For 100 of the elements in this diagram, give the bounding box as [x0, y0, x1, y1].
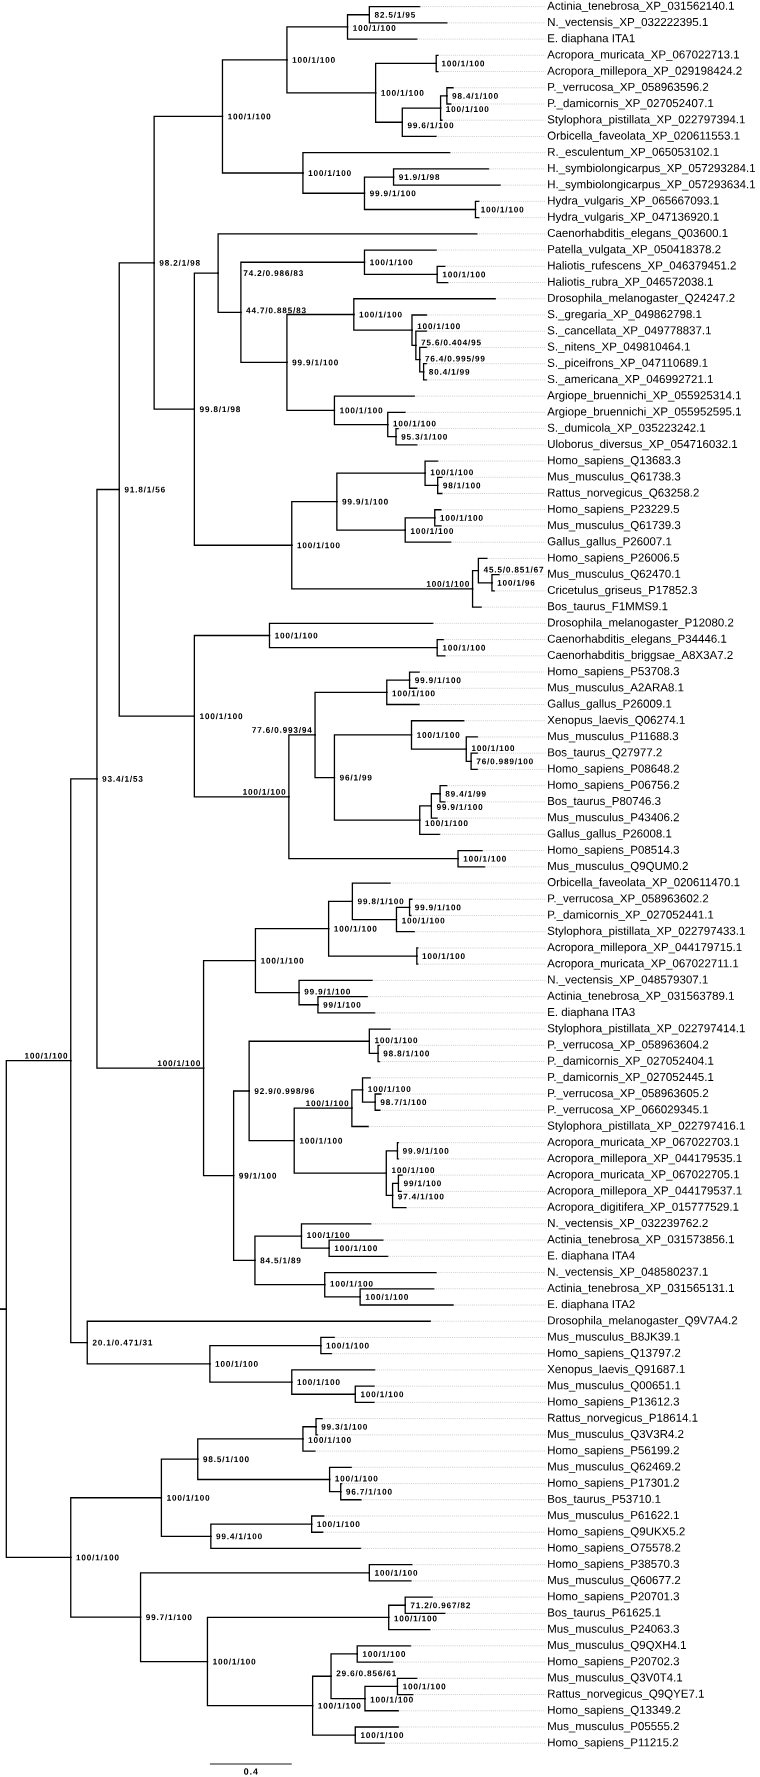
tree-branch [385, 1172, 394, 1197]
tree-branch [375, 62, 437, 94]
support-value: 97.4/1/100 [398, 1193, 444, 1200]
tree-branch [286, 59, 377, 94]
tree-branch [408, 906, 546, 917]
taxon-label: Mus_musculus_P24063.3 [548, 1624, 679, 1635]
taxon-label: Mus_musculus_Q00651.1 [548, 1380, 681, 1392]
tree-branch [336, 501, 406, 531]
taxon-label: Actinia_tenebrosa_XP_031573856.1 [547, 1234, 734, 1246]
tree-branch [293, 1140, 387, 1174]
support-value: 84.5/1/89 [260, 1257, 301, 1264]
support-value: 100/1/100 [403, 1683, 446, 1690]
tree-branch [439, 95, 448, 109]
tree-branch [395, 918, 546, 933]
taxon-label: Acropora_millepora_XP_044179535.1 [547, 1153, 742, 1165]
tree-branch [314, 691, 388, 736]
taxon-label: Patella_vulgata_XP_050418378.2 [548, 244, 721, 256]
support-value: 100/1/100 [417, 323, 460, 330]
tree-branch [374, 1093, 546, 1103]
taxon-label: Homo_sapiens_P20702.3 [548, 1656, 679, 1668]
tree-branch [411, 329, 417, 347]
tree-branch [422, 371, 546, 381]
tree-branch [430, 805, 546, 819]
support-value: 100/1/100 [200, 713, 243, 720]
tree-branch [320, 1336, 546, 1347]
tree-branch [465, 748, 472, 762]
tree-branch [206, 1660, 314, 1707]
support-value: 100/1/100 [472, 745, 515, 752]
support-value: 100/1/100 [334, 925, 377, 932]
taxon-label: Acropora_millepora_XP_044179537.1 [547, 1186, 742, 1197]
tree-branch [411, 314, 546, 331]
taxon-label: S._americana_XP_046992721.1 [547, 374, 713, 386]
taxon-label: Mus_musculus_P11688.3 [548, 731, 679, 743]
tree-branch [419, 819, 546, 835]
taxon-label: N._vectensis_XP_048580237.1 [548, 1267, 708, 1278]
support-value: 99/1/100 [323, 1001, 361, 1008]
taxon-label: Hydra_vulgaris_XP_047136920.1 [548, 212, 719, 224]
support-value: 100/1/100 [25, 1052, 68, 1059]
tree-branch [391, 1182, 400, 1197]
tree-branch [351, 1107, 546, 1128]
taxon-label: S._cancellata_XP_049778837.1 [547, 326, 711, 337]
taxon-label: Gallus_gallus_P26008.1 [547, 829, 672, 840]
support-value: 100/1/100 [292, 56, 335, 63]
support-value: 100/1/100 [417, 731, 460, 738]
tree-branch [368, 1572, 546, 1582]
tree-branch [291, 1381, 356, 1395]
tree-branch [359, 1288, 546, 1298]
tree-branch [396, 1142, 546, 1152]
taxon-label: Homo_sapiens_P26006.5 [548, 553, 680, 564]
taxon-label: Homo_sapiens_Q13349.2 [548, 1705, 681, 1717]
tree-branch [356, 1645, 546, 1655]
support-value: 100/1/100 [425, 820, 468, 827]
support-value: 45.5/0.851/67 [483, 566, 544, 573]
taxon-label: Mus_musculus_P05555.2 [548, 1721, 679, 1733]
tree-branch [388, 1616, 546, 1631]
tree-branch [291, 544, 474, 590]
support-value: 100/1/100 [308, 1436, 351, 1443]
tree-branch [288, 796, 459, 860]
taxon-label: Drosophila_melanogaster_P12080.2 [548, 618, 734, 629]
tree-branch [232, 1175, 256, 1262]
taxon-label: Mus_musculus_Q3V3R4.2 [548, 1429, 684, 1441]
tree-branch [397, 1182, 546, 1193]
support-value: 82.5/1/95 [374, 11, 416, 18]
taxon-label: Rattus_norvegicus_Q9QYE7.1 [548, 1689, 704, 1700]
tree-branch [86, 1341, 211, 1365]
tree-branch [375, 92, 403, 123]
support-value: 44.7/0.885/83 [246, 307, 306, 314]
taxon-label: Stylophora_pistillata_XP_022797433.1 [547, 926, 745, 938]
taxon-label: Bos_taurus_P80746.3 [548, 796, 661, 808]
tree-branch [202, 960, 257, 1069]
tree-branch [193, 715, 290, 798]
tree-branch [300, 1235, 330, 1249]
tree-branch [419, 805, 432, 821]
taxon-label: N._vectensis_XP_032222395.1 [548, 17, 708, 29]
tree-branch [70, 1497, 163, 1559]
support-value: 98.8/1/100 [383, 1050, 430, 1057]
support-value: 100/1/100 [353, 24, 396, 31]
taxon-label: Homo_sapiens_O75578.2 [548, 1543, 681, 1554]
support-value: 100/1/100 [76, 1554, 119, 1561]
support-value: 100/1/100 [243, 788, 286, 795]
tree-branch [470, 760, 546, 771]
tree-branch [477, 557, 546, 572]
support-value: 100/1/100 [167, 1494, 210, 1501]
tree-branch [328, 1478, 342, 1493]
taxon-label: Homo_sapiens_P08514.3 [548, 845, 679, 857]
tree-branch [311, 1523, 546, 1533]
tree-branch [354, 1734, 546, 1744]
support-value: 100/1/100 [261, 957, 304, 964]
support-value: 99.9/1/100 [415, 904, 461, 911]
support-value: 91.8/1/56 [124, 486, 165, 493]
support-value: 100/1/100 [394, 1615, 437, 1622]
tree-branch [197, 1438, 304, 1460]
support-value: 100/1/100 [157, 1060, 200, 1067]
support-value: 100/1/100 [392, 1167, 435, 1174]
tree-branch [346, 26, 546, 40]
tree-branch [340, 1491, 546, 1501]
taxon-label: Cricetulus_griseus_P17852.3 [547, 585, 697, 597]
tree-branch [86, 1320, 546, 1344]
taxon-label: Homo_sapiens_P13612.3 [548, 1397, 679, 1408]
tree-branch [333, 409, 389, 426]
